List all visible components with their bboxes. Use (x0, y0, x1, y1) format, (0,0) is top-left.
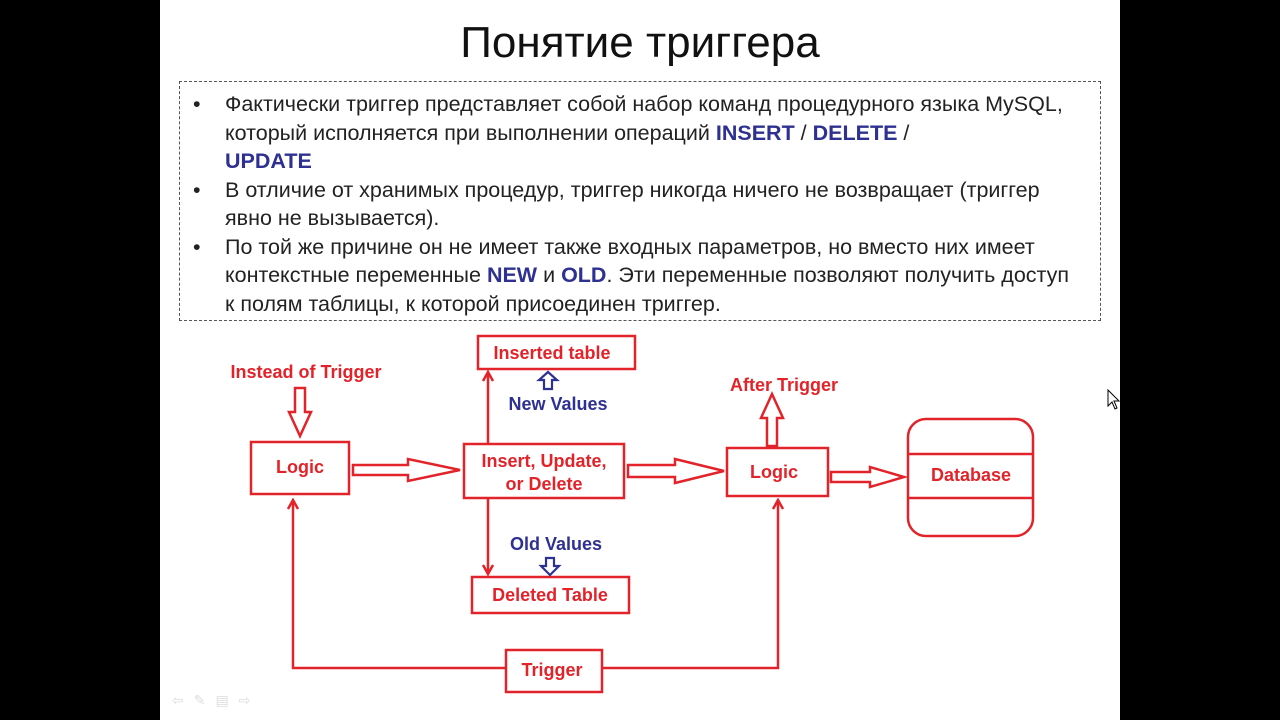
bullet-dot: • (193, 92, 201, 116)
new-values-up-arrow (536, 370, 560, 391)
bullet-dot: • (193, 177, 201, 202)
arrow-logic-to-database (829, 465, 909, 489)
bullet-item: • По той же причине он не имеет также вхо… (180, 233, 1080, 319)
database-label: Database (931, 465, 1011, 485)
iud-label-line1: Insert, Update, (481, 451, 606, 471)
iud-box (462, 442, 626, 500)
iud-label-line2: or Delete (505, 474, 582, 494)
bullet-text: . Эти переменные позволяют получить дост… (225, 263, 1070, 316)
instead-of-down-arrow (287, 386, 313, 440)
bullet-text: Фактически триггер представляет собой на… (225, 92, 1063, 145)
database-shape (906, 417, 1035, 538)
inserted-table-label: Inserted table (493, 343, 610, 363)
slide-title: Понятие триггера (460, 18, 820, 67)
inserted-table-box (476, 334, 637, 371)
logic-right-box (725, 446, 830, 498)
prev-slide-icon[interactable]: ⇦ (172, 692, 194, 708)
bullet-text: / (897, 120, 910, 145)
new-values-label: New Values (508, 394, 607, 414)
loop-to-logic-right (602, 500, 778, 670)
trigger-flow-diagram: Logic Insert, Update, or Delete Logic Da… (230, 334, 1035, 694)
block-arrows (287, 386, 909, 489)
after-up-arrow (759, 390, 785, 448)
trigger-label: Trigger (521, 660, 582, 680)
arrow-iud-to-logic (626, 457, 725, 485)
pen-icon[interactable]: ✎ (193, 692, 216, 708)
keyword: NEW (486, 263, 538, 287)
menu-icon[interactable]: ▤ (215, 692, 239, 708)
deleted-table-label: Deleted Table (492, 585, 608, 605)
after-trigger-label: After Trigger (730, 375, 838, 395)
text-box: • Фактически триггер представляет собой н… (179, 81, 1101, 321)
old-values-down-arrow (538, 556, 562, 577)
keyword: INSERT (715, 120, 795, 145)
bullet-item: • Фактически триггер представляет собой н… (180, 90, 1080, 176)
bullet-text: / (794, 120, 813, 145)
mouse-pointer-icon (1107, 389, 1121, 410)
keyword: DELETE (812, 120, 898, 145)
logic-right-label: Logic (750, 462, 798, 482)
blue-arrows (536, 370, 562, 577)
trigger-box (504, 648, 604, 694)
old-values-label: Old Values (510, 534, 602, 554)
slideshow-nav[interactable]: ⇦✎▤⇨ (172, 692, 260, 709)
bullet-text: В отличие от хранимых процедур, триггер … (225, 177, 1040, 231)
instead-of-trigger-label: Instead of Trigger (230, 362, 381, 382)
bullet-list: • Фактически триггер представляет собой н… (180, 90, 1080, 318)
slide: Понятие триггера • Фактически триггер пре… (160, 0, 1120, 720)
keyword: UPDATE (225, 149, 312, 173)
logic-left-label: Logic (276, 457, 324, 477)
bullet-item: • В отличие от хранимых процедур, триггер… (180, 176, 1080, 233)
diagram-connectors (249, 334, 1035, 694)
loop-to-logic-left (293, 500, 506, 670)
logic-left-box (249, 440, 351, 496)
deleted-table-box (470, 575, 631, 615)
keyword: OLD (561, 263, 607, 287)
next-slide-icon[interactable]: ⇨ (238, 692, 261, 708)
bullet-text: и (537, 263, 562, 287)
bullet-text: По той же причине он не имеет также вход… (225, 234, 1035, 288)
arrow-logic-to-iud (351, 457, 461, 483)
bullet-dot: • (193, 234, 201, 259)
